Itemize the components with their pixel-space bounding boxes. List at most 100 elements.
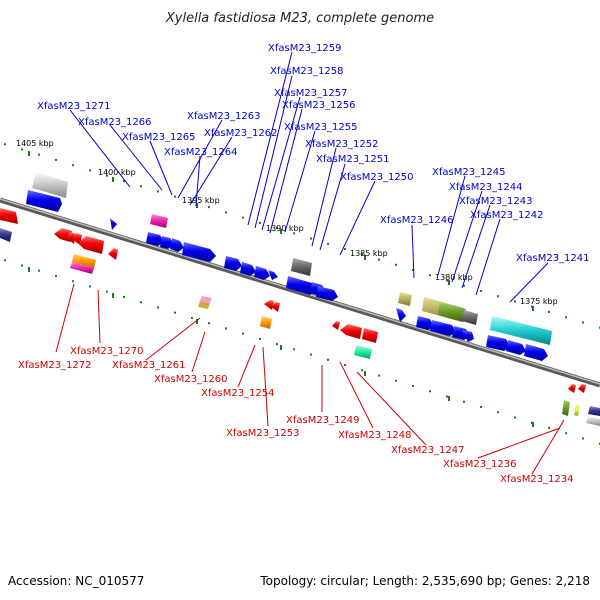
gene-arrow[interactable] [110,218,117,230]
gene-label[interactable]: XfasM23_1265 [122,132,196,143]
gene-arrow[interactable] [316,286,338,301]
gene-feature[interactable] [150,214,168,228]
scale-dot [429,390,431,393]
scale-dot [463,400,465,403]
scale-major-tick [280,229,282,234]
gene-arrow[interactable] [264,300,274,310]
scale-dot [21,264,23,267]
gene-arrow[interactable] [160,236,174,249]
scale-dot [582,321,584,324]
gene-arrow[interactable] [430,320,456,336]
gene-arrow[interactable] [462,330,474,342]
gene-arrow[interactable] [270,302,280,312]
gene-arrow[interactable] [224,256,242,271]
gene-label[interactable]: XfasM23_1234 [500,474,574,485]
gene-arrow[interactable] [146,232,164,246]
forward-strand-genes [26,172,552,361]
gene-label[interactable]: XfasM23_1242 [470,210,544,221]
gene-label[interactable]: XfasM23_1257 [274,88,348,99]
gene-arrow[interactable] [340,324,362,339]
gene-arrow[interactable] [524,344,548,361]
gene-feature[interactable] [574,404,580,416]
gene-feature[interactable] [32,172,68,198]
gene-label[interactable]: XfasM23_1271 [37,101,111,112]
gene-label[interactable]: XfasM23_1246 [380,215,454,226]
gene-label[interactable]: XfasM23_1266 [78,117,152,128]
gene-label[interactable]: XfasM23_1261 [112,360,186,371]
gene-label[interactable]: XfasM23_1245 [432,167,506,178]
gene-label[interactable]: XfasM23_1264 [164,147,238,158]
gene-arrow[interactable] [486,335,510,351]
gene-feature[interactable] [260,316,272,329]
gene-label[interactable]: XfasM23_1270 [70,346,144,357]
gene-arrow[interactable] [416,316,434,330]
gene-label[interactable]: XfasM23_1272 [18,360,92,371]
gene-feature[interactable] [588,406,600,416]
gene-arrow[interactable] [108,248,118,260]
gene-arrow[interactable] [506,340,526,355]
gene-label[interactable]: XfasM23_1254 [201,388,275,399]
gene-feature[interactable] [398,292,412,306]
gene-feature[interactable] [438,302,466,322]
gene-feature[interactable] [462,310,478,325]
gene-label[interactable]: XfasM23_1256 [282,100,356,111]
gene-label[interactable]: XfasM23_1243 [459,196,533,207]
gene-label[interactable]: XfasM23_1263 [187,111,261,122]
page-title: Xylella fastidiosa M23, complete genome [165,11,434,26]
gene-label[interactable]: XfasM23_1236 [443,459,517,470]
gene-feature[interactable] [72,254,96,268]
gene-label[interactable]: XfasM23_1253 [226,428,300,439]
scale-dot [106,290,108,293]
gene-label[interactable]: XfasM23_1262 [204,128,278,139]
scale-dot [242,216,244,219]
gene-label[interactable]: XfasM23_1248 [338,430,412,441]
scale-major-tick [532,306,534,311]
gene-feature[interactable] [200,296,212,303]
gene-feature[interactable] [490,316,552,345]
gene-arrow[interactable] [240,262,256,276]
gene-arrow[interactable] [286,276,316,295]
scale-dot [157,306,159,309]
gene-label[interactable]: XfasM23_1260 [154,374,228,385]
scale-labels: 1405 kbp 1400 kbp 1395 kbp 1390 kbp 1385… [16,139,558,306]
gene-arrow[interactable] [332,321,340,330]
gene-arrow[interactable] [182,242,216,262]
gene-label[interactable]: XfasM23_1251 [316,154,390,165]
scale-dot [55,274,57,277]
gene-arrow[interactable] [268,270,278,280]
gene-arrow[interactable] [578,384,586,393]
gene-arrow[interactable] [362,328,378,343]
scale-dot [21,148,23,151]
gene-arrow[interactable] [26,190,62,212]
gene-arrow[interactable] [170,238,184,252]
gene-arrow[interactable] [254,266,270,280]
gene-feature[interactable] [198,301,210,309]
scale-major-tick [196,319,198,324]
accession-text: Accession: NC_010577 [8,574,144,588]
gene-label[interactable]: XfasM23_1255 [284,122,358,133]
gene-arrow[interactable] [396,308,406,322]
scale-dot [344,248,346,251]
scale-dot [72,280,74,283]
gene-arrow[interactable] [568,384,576,393]
gene-feature[interactable] [70,262,94,274]
gene-arrow[interactable] [78,236,104,254]
gene-feature[interactable] [291,258,312,276]
gene-arrow[interactable] [66,232,76,244]
gene-label[interactable]: XfasM23_1241 [516,253,590,264]
gene-label[interactable]: XfasM23_1250 [340,172,414,183]
gene-label[interactable]: XfasM23_1244 [449,182,523,193]
gene-feature[interactable] [562,400,570,416]
gene-label[interactable]: XfasM23_1249 [286,415,360,426]
gene-feature[interactable] [0,228,12,242]
bottom-gene-labels: XfasM23_1270 XfasM23_1272 XfasM23_1261 X… [18,346,574,485]
gene-label[interactable]: XfasM23_1258 [270,66,344,77]
gene-label[interactable]: XfasM23_1252 [305,139,379,150]
gene-label[interactable]: XfasM23_1247 [391,445,465,456]
scale-dot [106,174,108,177]
gene-arrow[interactable] [0,208,18,224]
gene-label[interactable]: XfasM23_1259 [268,43,342,54]
gene-feature[interactable] [586,416,600,426]
gene-feature[interactable] [354,345,372,359]
scale-dot [446,279,448,282]
